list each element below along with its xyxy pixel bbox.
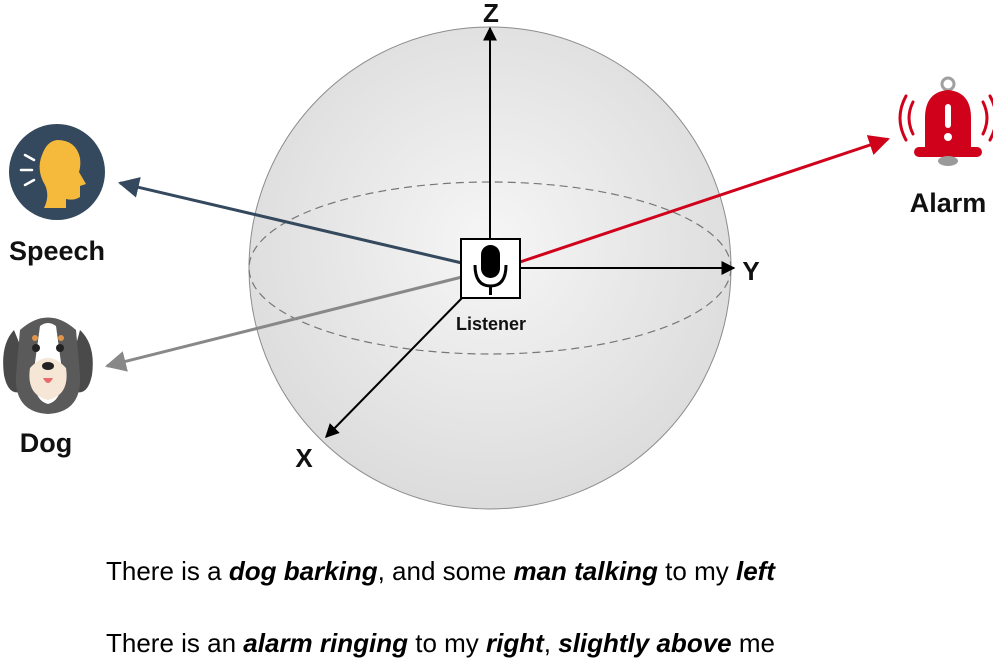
caption-1-text-3: to my xyxy=(657,556,736,586)
listener: Listener xyxy=(456,238,526,334)
alarm-source: Alarm xyxy=(898,76,993,218)
caption-1-text-1: There is a xyxy=(106,556,229,586)
listener-label: Listener xyxy=(456,314,526,334)
x-axis xyxy=(325,297,463,439)
caption-2-text-1: There is an xyxy=(106,628,244,658)
caption-2-emph-2: right xyxy=(486,628,544,658)
dog-arrow xyxy=(104,275,463,372)
z-axis-label: Z xyxy=(483,0,499,28)
caption-2-text-3: , xyxy=(543,628,559,658)
caption-2-text-4: me xyxy=(731,628,775,658)
caption-1-text-2: , and some xyxy=(377,556,514,586)
alarm-arrow xyxy=(519,135,890,264)
caption-2-emph-3: slightly above xyxy=(558,628,732,658)
caption-1-emph-1: dog barking xyxy=(228,556,378,586)
speaking-head-icon xyxy=(9,124,105,220)
caption-line-1: There is a dog barking, and some man tal… xyxy=(106,556,775,586)
caption-1-emph-3: left xyxy=(735,556,775,586)
speech-arrow xyxy=(117,177,463,265)
dog-icon xyxy=(3,317,93,414)
caption-line-2: There is an alarm ringing to my right, s… xyxy=(106,628,775,658)
alarm-label: Alarm xyxy=(910,188,987,218)
microphone-icon xyxy=(473,245,508,295)
caption-1-emph-2: man talking xyxy=(513,556,658,586)
x-axis-label: X xyxy=(295,443,313,473)
speech-source: Speech xyxy=(9,124,105,266)
alarm-bell-icon xyxy=(898,76,993,166)
dog-source: Dog xyxy=(3,317,93,458)
caption-2-emph-1: alarm ringing xyxy=(243,628,408,658)
speech-label: Speech xyxy=(9,236,105,266)
dog-label: Dog xyxy=(20,428,72,458)
y-axis-label: Y xyxy=(742,256,759,286)
caption-2-text-2: to my xyxy=(408,628,487,658)
